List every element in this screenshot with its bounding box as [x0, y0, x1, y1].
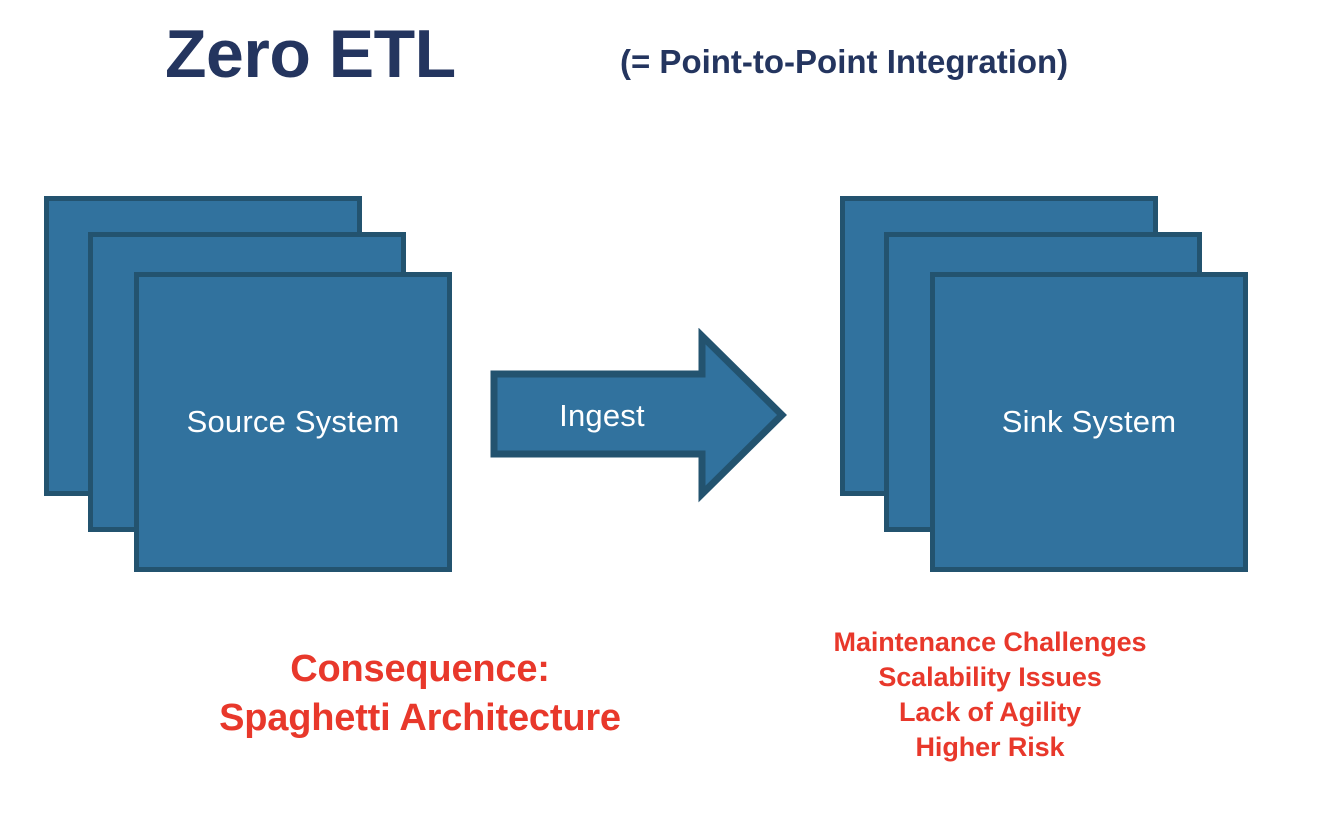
issues-list: Maintenance Challenges Scalability Issue…: [740, 625, 1240, 765]
issue-item: Lack of Agility: [898, 697, 1082, 728]
sink-card-front[interactable]: Sink System: [930, 272, 1248, 572]
arrow-right-icon: [490, 328, 787, 503]
page-title: Zero ETL: [165, 16, 456, 92]
source-system-label: Source System: [186, 404, 400, 439]
source-card-front[interactable]: Source System: [134, 272, 452, 572]
sink-system-label: Sink System: [1001, 404, 1177, 439]
header: Zero ETL (= Point-to-Point Integration): [0, 0, 1320, 130]
consequence-caption: Consequence: Spaghetti Architecture: [100, 645, 740, 742]
issue-item: Maintenance Challenges: [833, 627, 1147, 657]
page-subtitle: (= Point-to-Point Integration): [620, 43, 1069, 80]
consequence-line-1: Consequence:: [290, 648, 550, 690]
source-system-stack[interactable]: Source System: [40, 192, 452, 572]
ingest-arrow[interactable]: Ingest: [488, 328, 788, 504]
sink-system-stack[interactable]: Sink System: [836, 192, 1248, 572]
issue-item: Higher Risk: [915, 732, 1065, 763]
consequence-line-2: Spaghetti Architecture: [219, 696, 621, 739]
issue-item: Scalability Issues: [878, 662, 1102, 693]
